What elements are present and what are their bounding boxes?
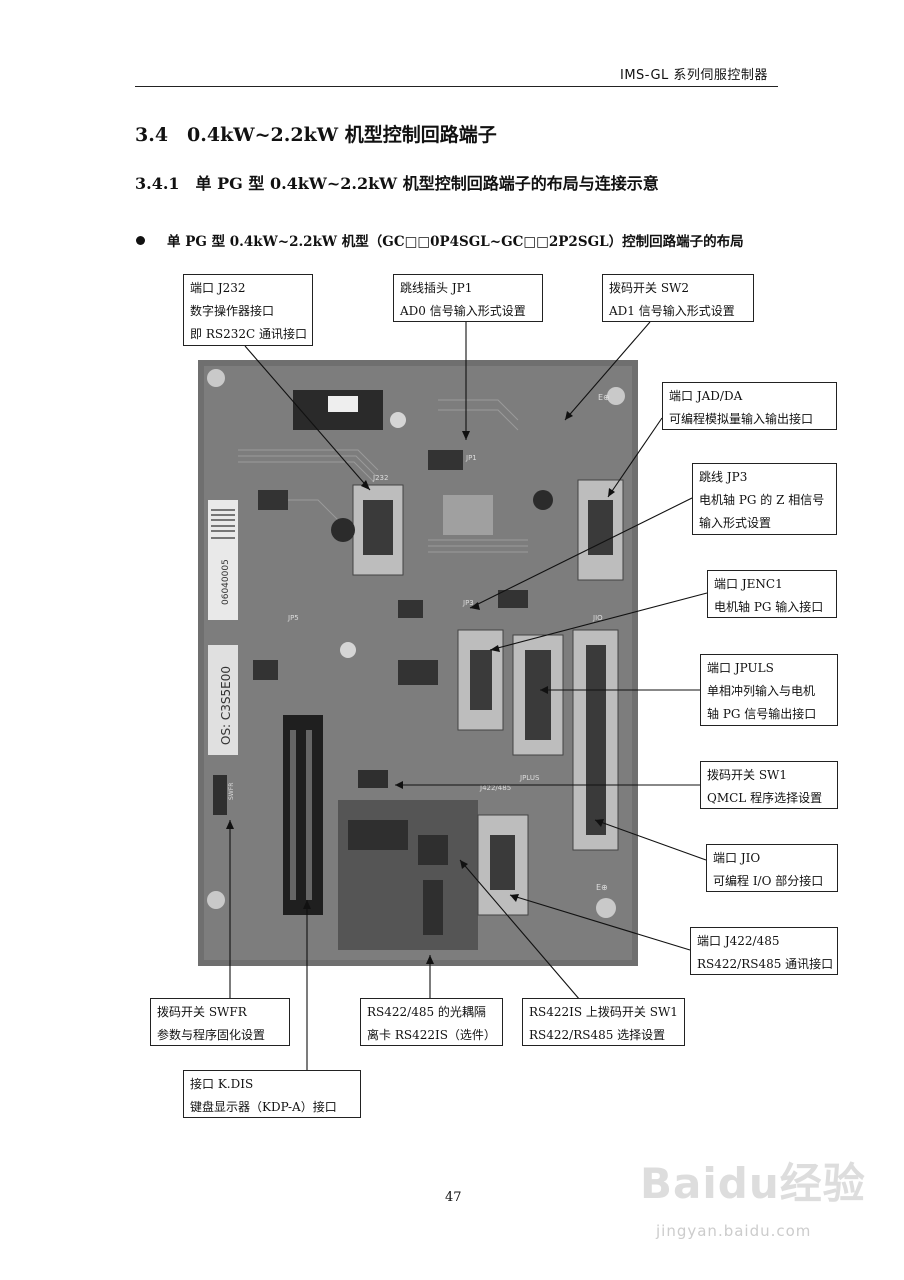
bullet-icon: [136, 236, 145, 245]
watermark-logo: Baidu经验: [640, 1159, 866, 1208]
svg-text:SWFR: SWFR: [228, 783, 235, 800]
svg-text:JP1: JP1: [465, 454, 477, 462]
svg-text:J232: J232: [372, 474, 388, 482]
mounting-hole-icon: [607, 387, 625, 405]
bullet-text: 单 PG 型 0.4kW~2.2kW 机型（GC□□0P4SGL~GC□□2P2…: [167, 234, 744, 250]
page-number: 47: [445, 1190, 462, 1205]
watermark-url: jingyan.baidu.com: [656, 1222, 812, 1240]
mounting-hole-icon: [207, 891, 225, 909]
section-heading: 3.4 0.4kW~2.2kW 机型控制回路端子: [135, 124, 497, 146]
svg-text:JP5: JP5: [287, 614, 299, 622]
mounting-hole-icon: [207, 369, 225, 387]
running-header: IMS-GL 系列伺服控制器: [620, 68, 768, 83]
subsection-heading: 3.4.1 单 PG 型 0.4kW~2.2kW 机型控制回路端子的布局与连接示…: [135, 174, 659, 193]
mounting-hole-icon: [596, 898, 616, 918]
svg-text:JPLUS: JPLUS: [519, 774, 540, 782]
svg-text:J422/485: J422/485: [479, 784, 511, 792]
svg-text:JIO: JIO: [592, 614, 603, 622]
callout-rs422-card: RS422/485 的光耦隔离卡 RS422IS（选件）: [360, 998, 503, 1046]
svg-text:OS: C3S5E00: OS: C3S5E00: [219, 666, 233, 745]
svg-text:E⊕: E⊕: [598, 393, 610, 402]
svg-text:06040005: 06040005: [221, 559, 231, 605]
header-rule: [135, 86, 778, 87]
svg-text:JP3: JP3: [462, 599, 474, 607]
svg-text:E⊕: E⊕: [596, 883, 608, 892]
